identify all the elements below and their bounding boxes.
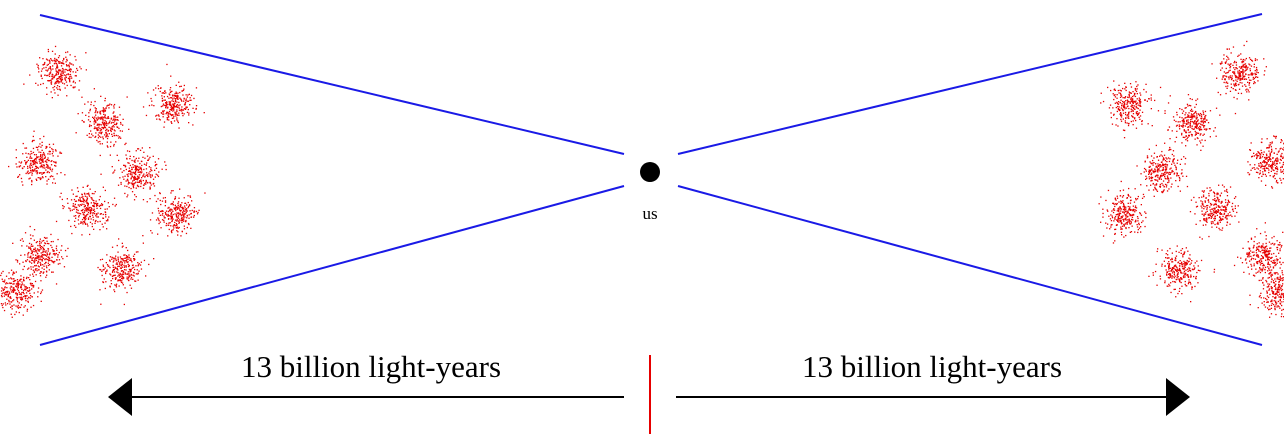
galaxy-cluster [1164,92,1236,151]
galaxy-cluster [1100,80,1161,138]
galaxy-cluster [76,88,130,156]
distance-label-left: 13 billion light-years [241,349,501,384]
distance-arrow-right: 13 billion light-years [676,349,1190,416]
galaxy-cluster-group-left [0,46,206,318]
galaxy-cluster [1099,181,1147,244]
galaxy-cluster [1211,41,1267,101]
distance-label-right: 13 billion light-years [802,349,1062,384]
galaxy-cluster [1148,245,1215,302]
galaxy-cluster [1234,222,1284,284]
observer-dot [640,162,660,182]
galaxy-cluster [0,261,43,318]
galaxy-cluster [97,238,154,305]
galaxy-cluster [1247,135,1284,188]
sight-line-lower-left [40,186,624,345]
galaxy-cluster [142,189,205,237]
arrowhead-left-icon [108,378,132,416]
galaxy-cluster [1136,143,1188,197]
galaxy-cluster [1249,263,1284,318]
galaxy-cluster [100,143,166,203]
galaxy-cluster [56,185,117,236]
galaxy-cluster-group-right [1099,41,1284,318]
distance-arrow-left: 13 billion light-years [108,349,624,416]
galaxy-cluster [23,46,87,99]
arrowhead-right-icon [1166,378,1190,416]
observer-label: us [642,204,657,223]
galaxy-cluster [8,131,66,186]
galaxy-cluster [1190,185,1240,240]
galaxy-cluster [143,64,205,129]
sight-line-upper-right [678,14,1262,154]
sight-line-upper-left [40,15,624,154]
